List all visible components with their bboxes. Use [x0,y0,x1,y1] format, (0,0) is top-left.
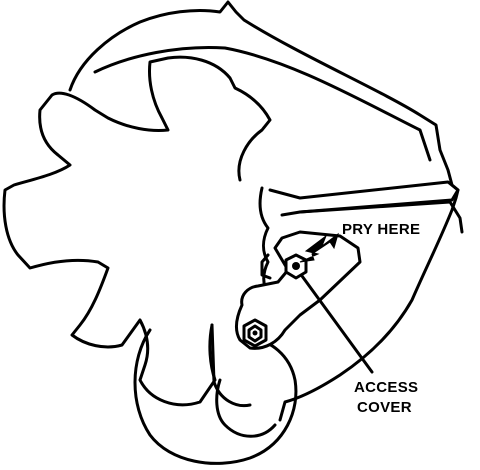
rotor-blades [2,55,272,407]
pry-here-arrow [299,232,339,263]
mounting-strap-edge [298,200,464,234]
access-cover-bolt [284,253,308,280]
access-cover-leader [300,274,374,374]
pulley-inner [215,378,277,438]
rotor-hub-rim [258,186,272,300]
bearing-plate [234,230,362,350]
access-cover-label-line2: COVER [357,399,412,416]
pry-here-label: PRY HERE [342,221,420,238]
latch-tab [260,253,272,280]
mounting-bolt [242,318,268,348]
housing-outline [68,0,460,422]
pulley-outer [133,328,298,465]
housing-inner-contour [93,46,432,162]
access-cover-label-line1: ACCESS [354,379,418,396]
pulley-groove [210,323,252,408]
mounting-strap [268,180,460,217]
